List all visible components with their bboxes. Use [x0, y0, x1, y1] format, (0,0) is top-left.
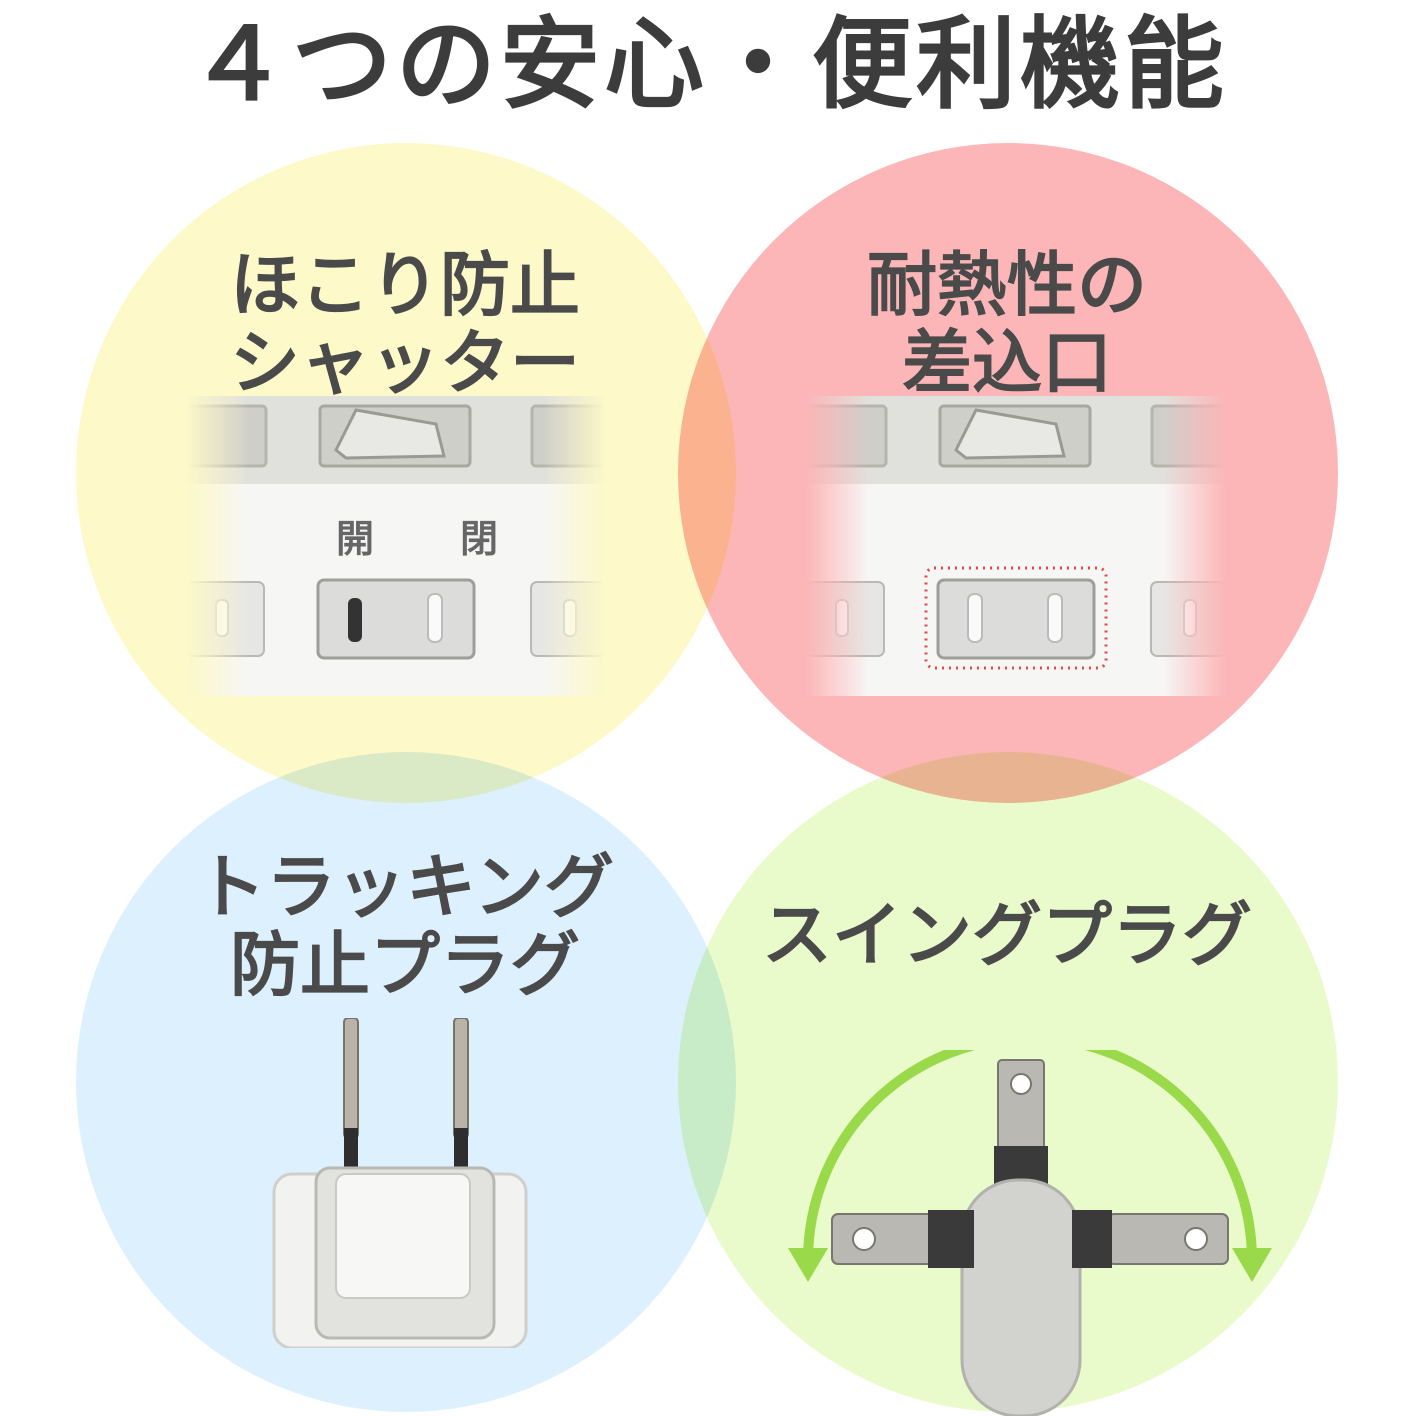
heading-line-2: 防止プラグ: [230, 924, 580, 1006]
heading-line-2: シャッター: [230, 322, 580, 404]
heading-line-1: トラッキング: [196, 846, 614, 928]
tracking-plug-heading: トラッキング 防止プラグ: [120, 848, 690, 1004]
arrow-left-head-icon: [788, 1248, 828, 1282]
arrow-right-head-icon: [1232, 1248, 1272, 1282]
swing-plug-heading: スイングプラグ: [722, 896, 1292, 974]
plug-image: [272, 1017, 528, 1350]
page-title: ４つの安心・便利機能: [188, 6, 1228, 123]
heading-line-1: ほこり防止: [230, 244, 580, 326]
heat-resistant-heading: 耐熱性の 差込口: [722, 246, 1292, 402]
heading-line-1: 耐熱性の: [867, 244, 1147, 326]
tracking-prevention-plug-photo: [270, 1017, 530, 1350]
heading-line-2: 差込口: [902, 322, 1112, 404]
shutter-open-close-label: 開 閉: [336, 517, 523, 561]
heat-resistant-outlet-photo: [804, 396, 1228, 708]
heading-line-1: スイングプラグ: [762, 894, 1252, 976]
swing-plug-photo: [780, 1033, 1280, 1416]
outlet-strip-image: [184, 396, 608, 696]
dust-shutter-heading: ほこり防止 シャッター: [120, 246, 690, 402]
outlet-strip-image: [804, 396, 1228, 696]
dust-shutter-outlet-photo: 開 閉: [184, 396, 608, 708]
swing-plug-image: [788, 1033, 1272, 1416]
